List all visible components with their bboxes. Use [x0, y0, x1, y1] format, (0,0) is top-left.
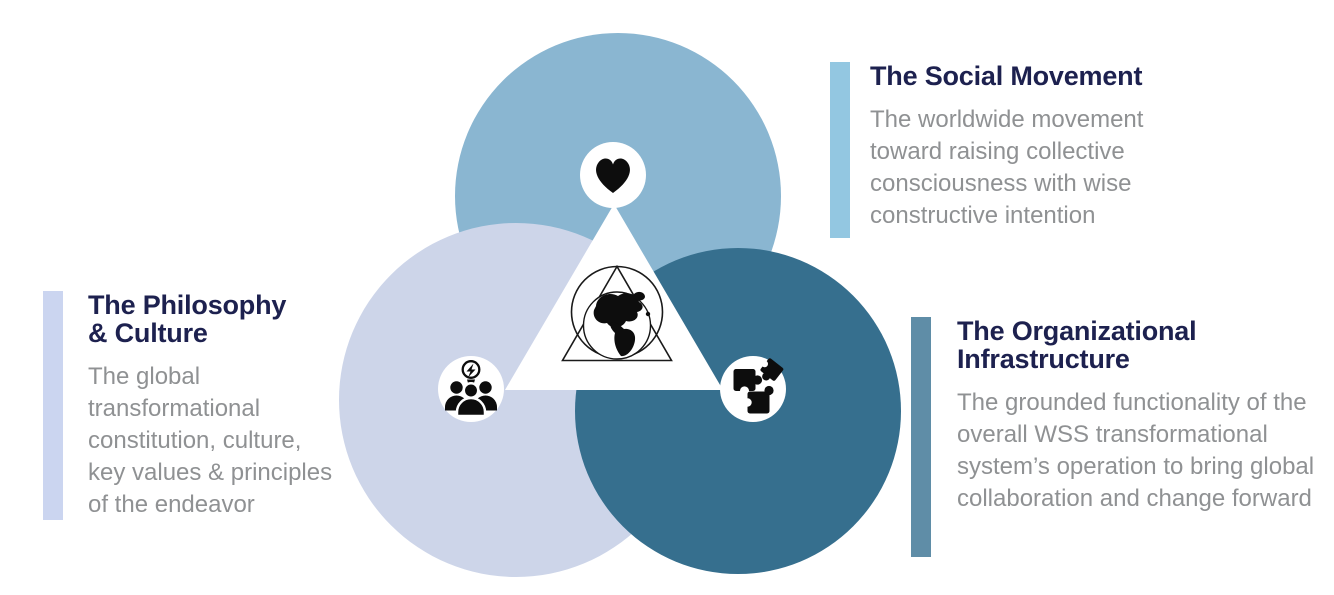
section-title-organizational: The Organizational Infrastructure — [957, 316, 1197, 374]
section-philosophy-text: The Philosophy & Culture The global tran… — [88, 291, 348, 521]
people-idea-icon — [445, 360, 497, 418]
accent-bar-social — [830, 62, 850, 238]
section-social-text: The Social Movement The worldwide moveme… — [870, 62, 1180, 238]
accent-bar-philosophy — [43, 291, 63, 520]
accent-bar-organizational — [911, 317, 931, 557]
section-description-philosophy: The global transformational constitution… — [88, 363, 333, 518]
section-social-movement: The Social Movement The worldwide moveme… — [830, 62, 1180, 238]
people-idea-badge — [438, 356, 504, 422]
globe-icon — [582, 291, 652, 360]
section-philosophy-culture: The Philosophy & Culture The global tran… — [43, 291, 348, 521]
section-description-organizational: The grounded functionality of the overal… — [957, 389, 1315, 512]
puzzle-icon — [733, 358, 784, 414]
heart-badge — [580, 142, 646, 208]
puzzle-badge — [720, 356, 786, 422]
section-organizational-text: The Organizational Infrastructure The gr… — [957, 317, 1334, 557]
heart-icon — [596, 158, 630, 193]
section-description-social: The worldwide movement toward raising co… — [870, 106, 1144, 229]
section-organizational-infrastructure: The Organizational Infrastructure The gr… — [911, 317, 1334, 557]
section-title-social: The Social Movement — [870, 61, 1143, 91]
section-title-philosophy: The Philosophy & Culture — [88, 290, 287, 348]
globe-triangle-emblem — [561, 264, 673, 362]
